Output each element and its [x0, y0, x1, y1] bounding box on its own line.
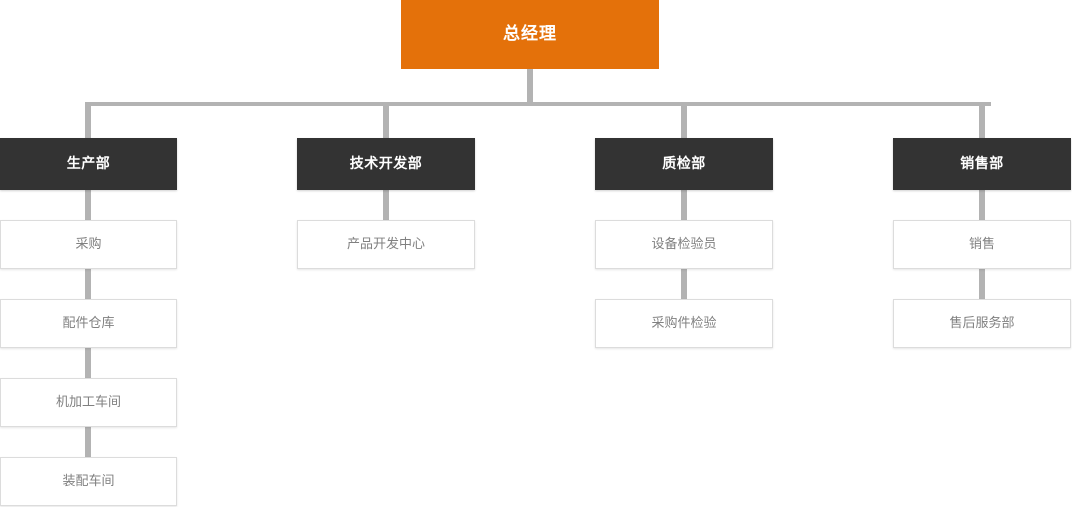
node-sub-parts-warehouse-label: 配件仓库 — [62, 315, 115, 331]
connector-drop-dept-3 — [681, 102, 687, 138]
node-sub-assembly-workshop[interactable]: 装配车间 — [0, 457, 177, 506]
node-dept-sales[interactable]: 销售部 — [893, 138, 1071, 190]
node-sub-product-development-center-label: 产品开发中心 — [346, 236, 425, 252]
node-dept-production-label: 生产部 — [66, 155, 111, 172]
connector-col1-seg2 — [85, 268, 91, 300]
node-sub-assembly-workshop-label: 装配车间 — [62, 473, 115, 489]
node-dept-production[interactable]: 生产部 — [0, 138, 177, 190]
connector-drop-dept-2 — [383, 102, 389, 138]
connector-drop-dept-1 — [85, 102, 91, 138]
node-sub-purchased-parts-inspection-label: 采购件检验 — [651, 315, 717, 331]
node-dept-technical-development[interactable]: 技术开发部 — [297, 138, 475, 190]
node-root-label: 总经理 — [503, 24, 557, 45]
connector-col2-seg1 — [383, 189, 389, 221]
node-dept-quality-inspection-label: 质检部 — [662, 155, 706, 172]
node-sub-purchased-parts-inspection[interactable]: 采购件检验 — [595, 299, 773, 348]
connector-col4-seg2 — [979, 268, 985, 300]
connector-col4-seg1 — [979, 189, 985, 221]
node-sub-after-sales-service-label: 售后服务部 — [949, 315, 1015, 331]
node-sub-equipment-inspector-label: 设备检验员 — [651, 236, 717, 252]
node-root-general-manager[interactable]: 总经理 — [401, 0, 659, 69]
connector-col3-seg1 — [681, 189, 687, 221]
connector-col3-seg2 — [681, 268, 687, 300]
connector-drop-dept-4 — [979, 102, 985, 138]
connector-col1-seg3 — [85, 347, 91, 379]
node-sub-purchasing[interactable]: 采购 — [0, 220, 177, 269]
node-dept-quality-inspection[interactable]: 质检部 — [595, 138, 773, 190]
connector-root-stem — [527, 69, 533, 105]
connector-col1-seg4 — [85, 426, 91, 458]
connector-horizontal-bus — [85, 102, 991, 106]
connector-col1-seg1 — [85, 189, 91, 221]
node-sub-machining-workshop-label: 机加工车间 — [55, 394, 121, 410]
node-sub-machining-workshop[interactable]: 机加工车间 — [0, 378, 177, 427]
node-dept-sales-label: 销售部 — [960, 155, 1004, 172]
node-dept-technical-development-label: 技术开发部 — [349, 155, 423, 172]
node-sub-equipment-inspector[interactable]: 设备检验员 — [595, 220, 773, 269]
node-sub-sales[interactable]: 销售 — [893, 220, 1071, 269]
node-sub-sales-label: 销售 — [968, 236, 995, 252]
node-sub-product-development-center[interactable]: 产品开发中心 — [297, 220, 475, 269]
node-sub-after-sales-service[interactable]: 售后服务部 — [893, 299, 1071, 348]
node-sub-purchasing-label: 采购 — [75, 236, 102, 252]
node-sub-parts-warehouse[interactable]: 配件仓库 — [0, 299, 177, 348]
